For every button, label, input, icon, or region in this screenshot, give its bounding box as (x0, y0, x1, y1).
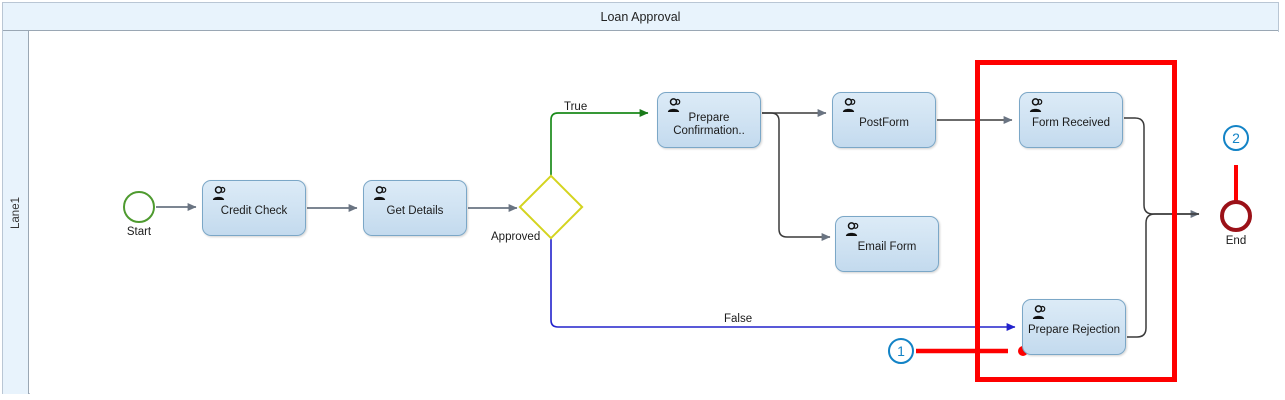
user-task-icon (1029, 98, 1043, 112)
task-label: PostForm (859, 117, 909, 129)
task-email-form[interactable]: Email Form (835, 216, 939, 272)
task-prepare-rejection[interactable]: Prepare Rejection (1022, 299, 1126, 355)
flow-false-to-prepare-rejection (550, 231, 1016, 331)
callout-1-label: 1 (897, 343, 905, 359)
end-event[interactable] (1220, 200, 1252, 232)
task-prepare-confirmation[interactable]: Prepare Confirmation.. (657, 92, 761, 148)
flow-form-received-to-end (1124, 117, 1200, 218)
task-label: Prepare Confirmation.. (673, 112, 745, 137)
task-label: Credit Check (220, 205, 288, 217)
task-postform[interactable]: PostForm (832, 92, 936, 148)
callout-1[interactable]: 1 (888, 338, 914, 364)
user-task-icon (845, 222, 859, 236)
end-event-label: End (1225, 235, 1247, 247)
callout-2[interactable]: 2 (1223, 125, 1249, 151)
start-event[interactable] (123, 191, 155, 223)
callout-2-label: 2 (1232, 130, 1240, 146)
user-task-icon (842, 98, 856, 112)
user-task-icon (1032, 305, 1046, 319)
pool-header: Loan Approval (3, 3, 1278, 31)
task-label: Prepare Rejection (1027, 324, 1121, 336)
flow-prepare-rejection-to-end (1127, 213, 1199, 338)
task-credit-check[interactable]: Credit Check (202, 180, 306, 236)
flow-true-to-prepare-confirmation (550, 109, 649, 184)
task-get-details[interactable]: Get Details (363, 180, 467, 236)
task-label: Get Details (386, 205, 444, 217)
user-task-icon (212, 186, 226, 200)
user-task-icon (373, 186, 387, 200)
task-form-received[interactable]: Form Received (1019, 92, 1123, 148)
highlight-rectangle (975, 60, 1177, 382)
user-task-icon (667, 98, 681, 112)
flow-label-true: True (564, 101, 588, 113)
task-label: Form Received (1032, 117, 1110, 129)
flow-prepare-confirmation-to-email-form (762, 112, 831, 241)
flow-label-false: False (724, 313, 753, 325)
pool-title: Loan Approval (600, 9, 681, 24)
task-label: Email Form (857, 241, 917, 253)
gateway-label: Approved (491, 231, 541, 243)
start-event-label: Start (126, 226, 152, 238)
lane-header: Lane1 (3, 31, 29, 394)
